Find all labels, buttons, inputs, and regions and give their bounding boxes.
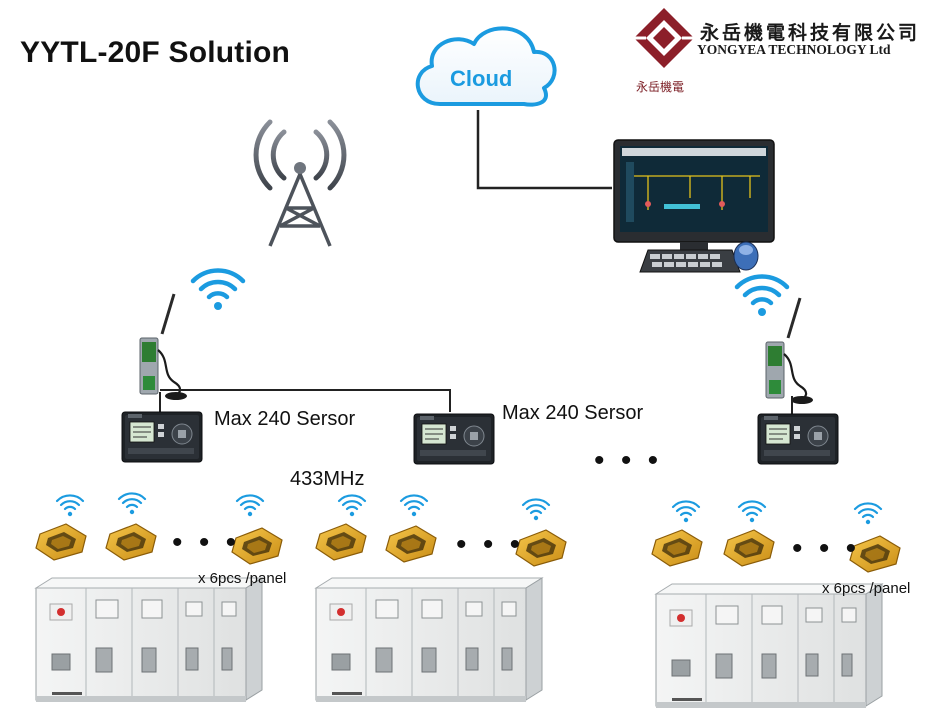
- wifi-icon-right: [734, 274, 790, 316]
- company-name-chinese: 永岳機電科技有限公司: [700, 22, 921, 44]
- wifi-icon-left: [190, 268, 246, 310]
- more-concentrators-ellipsis: • • •: [594, 444, 663, 477]
- sensor-group-2: [315, 494, 567, 567]
- concentrator-1-icon: [121, 411, 203, 463]
- company-logo-icon: [634, 8, 694, 68]
- sensors-per-panel-left: x 6pcs /panel: [198, 570, 287, 587]
- sensor-group-3: [651, 500, 901, 573]
- sensor-group-1: [35, 492, 283, 565]
- sensor-ellipsis-1: • • •: [172, 526, 241, 559]
- concentrator-2-icon: [413, 413, 495, 465]
- switchgear-panel-3: [655, 583, 883, 709]
- frequency-label: 433MHz: [290, 468, 365, 490]
- cloud-label: Cloud: [450, 66, 513, 91]
- cloud-icon: [415, 26, 557, 107]
- sensor-ellipsis-2: • • •: [456, 528, 525, 561]
- concentrator-3-icon: [757, 413, 839, 465]
- cloud-computer-link: [476, 110, 612, 190]
- switchgear-panel-1: [35, 577, 263, 703]
- switchgear-panel-2: [315, 577, 543, 703]
- sensors-per-panel-right: x 6pcs /panel: [822, 580, 911, 597]
- cell-tower-icon: [253, 119, 347, 247]
- sensor-capacity-label-left: Max 240 Sersor: [214, 408, 356, 430]
- page-title: YYTL-20F Solution: [20, 36, 291, 69]
- sensor-capacity-label-right: Max 240 Sersor: [502, 402, 644, 424]
- company-name-english: YONGYEA TECHNOLOGY Ltd: [697, 42, 891, 57]
- gateway-left-icon: [138, 292, 189, 402]
- gateway-right-icon: [764, 296, 815, 406]
- sensor-ellipsis-3: • • •: [792, 532, 861, 565]
- computer-workstation-icon: [613, 139, 775, 273]
- company-logo-text: 永岳機電: [636, 80, 685, 94]
- bus-link: [159, 389, 451, 412]
